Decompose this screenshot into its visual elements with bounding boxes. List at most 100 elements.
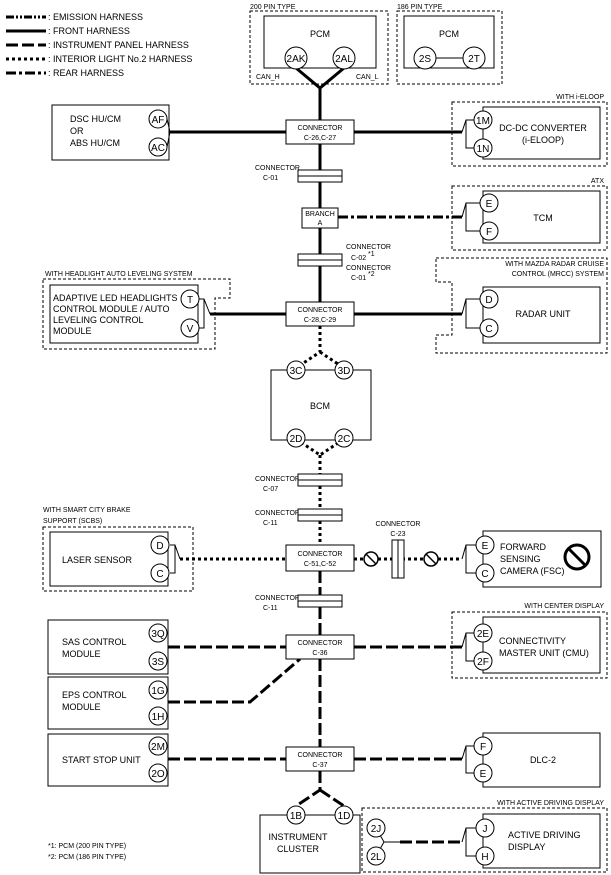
ieloop-label: WITH i-ELOOP	[556, 94, 604, 101]
laser-group: WITH SMART CITY BRAKE SUPPORT (SCBS) LAS…	[42, 507, 194, 592]
pin-2c: 2C	[338, 434, 351, 445]
pcm-186-group: 186 PIN TYPE PCM 2S 2T	[396, 4, 503, 85]
sas-line-2: MODULE	[62, 649, 101, 659]
connector-c02-sup1: *1	[368, 251, 375, 258]
tcm-group: ATX E F TCM	[451, 178, 608, 251]
dlc2-title: DLC-2	[530, 755, 556, 765]
legend-instrument-panel: : INSTRUMENT PANEL HARNESS	[48, 40, 189, 50]
wires	[158, 66, 483, 857]
active-display-label: WITH ACTIVE DRIVING DISPLAY	[497, 800, 604, 807]
pin-add-j-circle	[475, 818, 495, 838]
bcm-title: BCM	[310, 401, 330, 411]
connector-c26-box	[285, 119, 355, 145]
connector-c02-line-4: C-01	[351, 275, 366, 282]
connector-c37-box	[285, 746, 355, 772]
startstop-group: START STOP UNIT 2M 2O	[47, 733, 169, 787]
pin-1h-circle	[148, 706, 168, 726]
connector-c01-line-1: CONNECTOR	[255, 165, 300, 172]
connector-c28-c29: CONNECTOR C-28,C-29	[285, 301, 355, 327]
tcm-title: TCM	[533, 213, 553, 223]
connector-c11b-bottom	[297, 600, 343, 608]
pin-3q-circle	[148, 623, 168, 643]
connector-c51-c52: CONNECTOR C-51,C-52	[285, 544, 355, 572]
dsc-group: DSC HU/CM OR ABS HU/CM AF AC	[51, 104, 171, 161]
pcm-200-title: PCM	[310, 29, 330, 39]
connector-c11-upper: CONNECTOR C-11	[255, 508, 343, 527]
pin-2al: 2AL	[335, 54, 353, 65]
cluster-line-2: CLUSTER	[277, 844, 320, 854]
branch-a-line-2: A	[318, 220, 323, 227]
connector-c23-line-2: C-23	[390, 531, 405, 538]
connector-c02-line-1: CONNECTOR	[346, 244, 391, 251]
pin-2o-circle	[148, 763, 168, 783]
footnote-2: *2: PCM (186 PIN TYPE)	[48, 854, 126, 861]
dcdc-option-frame	[451, 101, 608, 167]
headlight-line-3: LEVELING CONTROL	[53, 315, 144, 325]
pin-2l: 2L	[370, 852, 382, 863]
can-h-label: CAN_H	[256, 74, 280, 81]
add-group: WITH ACTIVE DRIVING DISPLAY 2J 2L J H AC…	[361, 800, 608, 873]
wire-pcm-can	[295, 66, 345, 90]
connector-c02-sup2: *2	[368, 271, 375, 278]
sas-box	[47, 619, 169, 675]
pin-1h: 1H	[152, 712, 165, 723]
pin-headlight-v-circle	[180, 318, 200, 338]
connector-c23: CONNECTOR C-23	[363, 521, 439, 579]
connector-c11a-bottom	[297, 514, 343, 522]
dcdc-line-2: (i-ELOOP)	[522, 135, 564, 145]
pin-1m-circle	[473, 110, 493, 130]
add-option-frame	[361, 807, 608, 873]
pin-3q: 3Q	[151, 629, 165, 640]
connector-c26-c27: CONNECTOR C-26,C-27	[285, 119, 355, 145]
scbs-option-frame	[42, 526, 194, 592]
pin-1n-circle	[473, 138, 493, 158]
pcm-200-group: 200 PIN TYPE PCM 2AK 2AL CAN_H CAN_L	[249, 4, 389, 85]
connector-c36-line-2: C-36	[312, 650, 327, 657]
pcm-200-box	[263, 15, 377, 69]
pin-fsc-e: E	[482, 541, 489, 552]
pin-2m: 2M	[151, 742, 165, 753]
connector-c36: CONNECTOR C-36	[285, 634, 355, 660]
pin-fsc-e-circle	[475, 535, 495, 555]
dcdc-line-1: DC-DC CONVERTER	[499, 123, 587, 133]
connector-c26-line-2: C-26,C-27	[304, 135, 336, 142]
radar-title: RADAR UNIT	[515, 309, 571, 319]
pin-ac: AC	[151, 143, 165, 154]
connector-c11a-line-2: C-11	[263, 520, 278, 527]
pin-laser-d: D	[156, 541, 163, 552]
pin-headlight-v: V	[187, 324, 194, 335]
headlight-line-4: MODULE	[53, 326, 92, 336]
pcm-200-option-frame	[249, 10, 389, 85]
pin-3d: 3D	[338, 366, 351, 377]
connector-c02-line-2: C-02	[351, 255, 366, 262]
footnotes: *1: PCM (200 PIN TYPE) *2: PCM (186 PIN …	[48, 843, 126, 861]
connector-c28-box	[285, 301, 355, 327]
pin-1n: 1N	[477, 144, 490, 155]
pin-laser-c-circle	[150, 563, 170, 583]
pin-2ak-circle	[284, 46, 308, 70]
radar-option-frame	[435, 257, 608, 354]
headlight-option-label: WITH HEADLIGHT AUTO LEVELING SYSTEM	[45, 271, 193, 278]
pin-add-h-circle	[475, 846, 495, 866]
startstop-box	[47, 733, 169, 787]
pin-3c-circle	[286, 360, 306, 380]
scbs-label-2: SUPPORT (SCBS)	[43, 518, 102, 525]
pin-2f-circle	[473, 651, 493, 671]
pin-radar-c: C	[485, 324, 492, 335]
tcm-box	[482, 190, 601, 244]
connector-c26-line-1: CONNECTOR	[298, 125, 343, 132]
pin-radar-c-circle	[479, 318, 499, 338]
cluster-group: INSTRUMENT CLUSTER 1B 1D	[259, 805, 361, 874]
headlight-line-1: ADAPTIVE LED HEADLIGHTS	[53, 293, 178, 303]
connector-c36-line-1: CONNECTOR	[298, 640, 343, 647]
headlight-box	[49, 284, 199, 344]
pcm-186-option-frame	[396, 10, 503, 85]
cluster-line-1: INSTRUMENT	[269, 832, 328, 842]
connector-c23-left	[391, 539, 399, 579]
connector-c01-line-2: C-01	[263, 175, 278, 182]
wire-bcm-to-c07	[295, 437, 345, 474]
headlight-option-frame	[42, 278, 231, 350]
pin-1b-circle	[286, 805, 306, 825]
radar-box	[482, 286, 601, 344]
